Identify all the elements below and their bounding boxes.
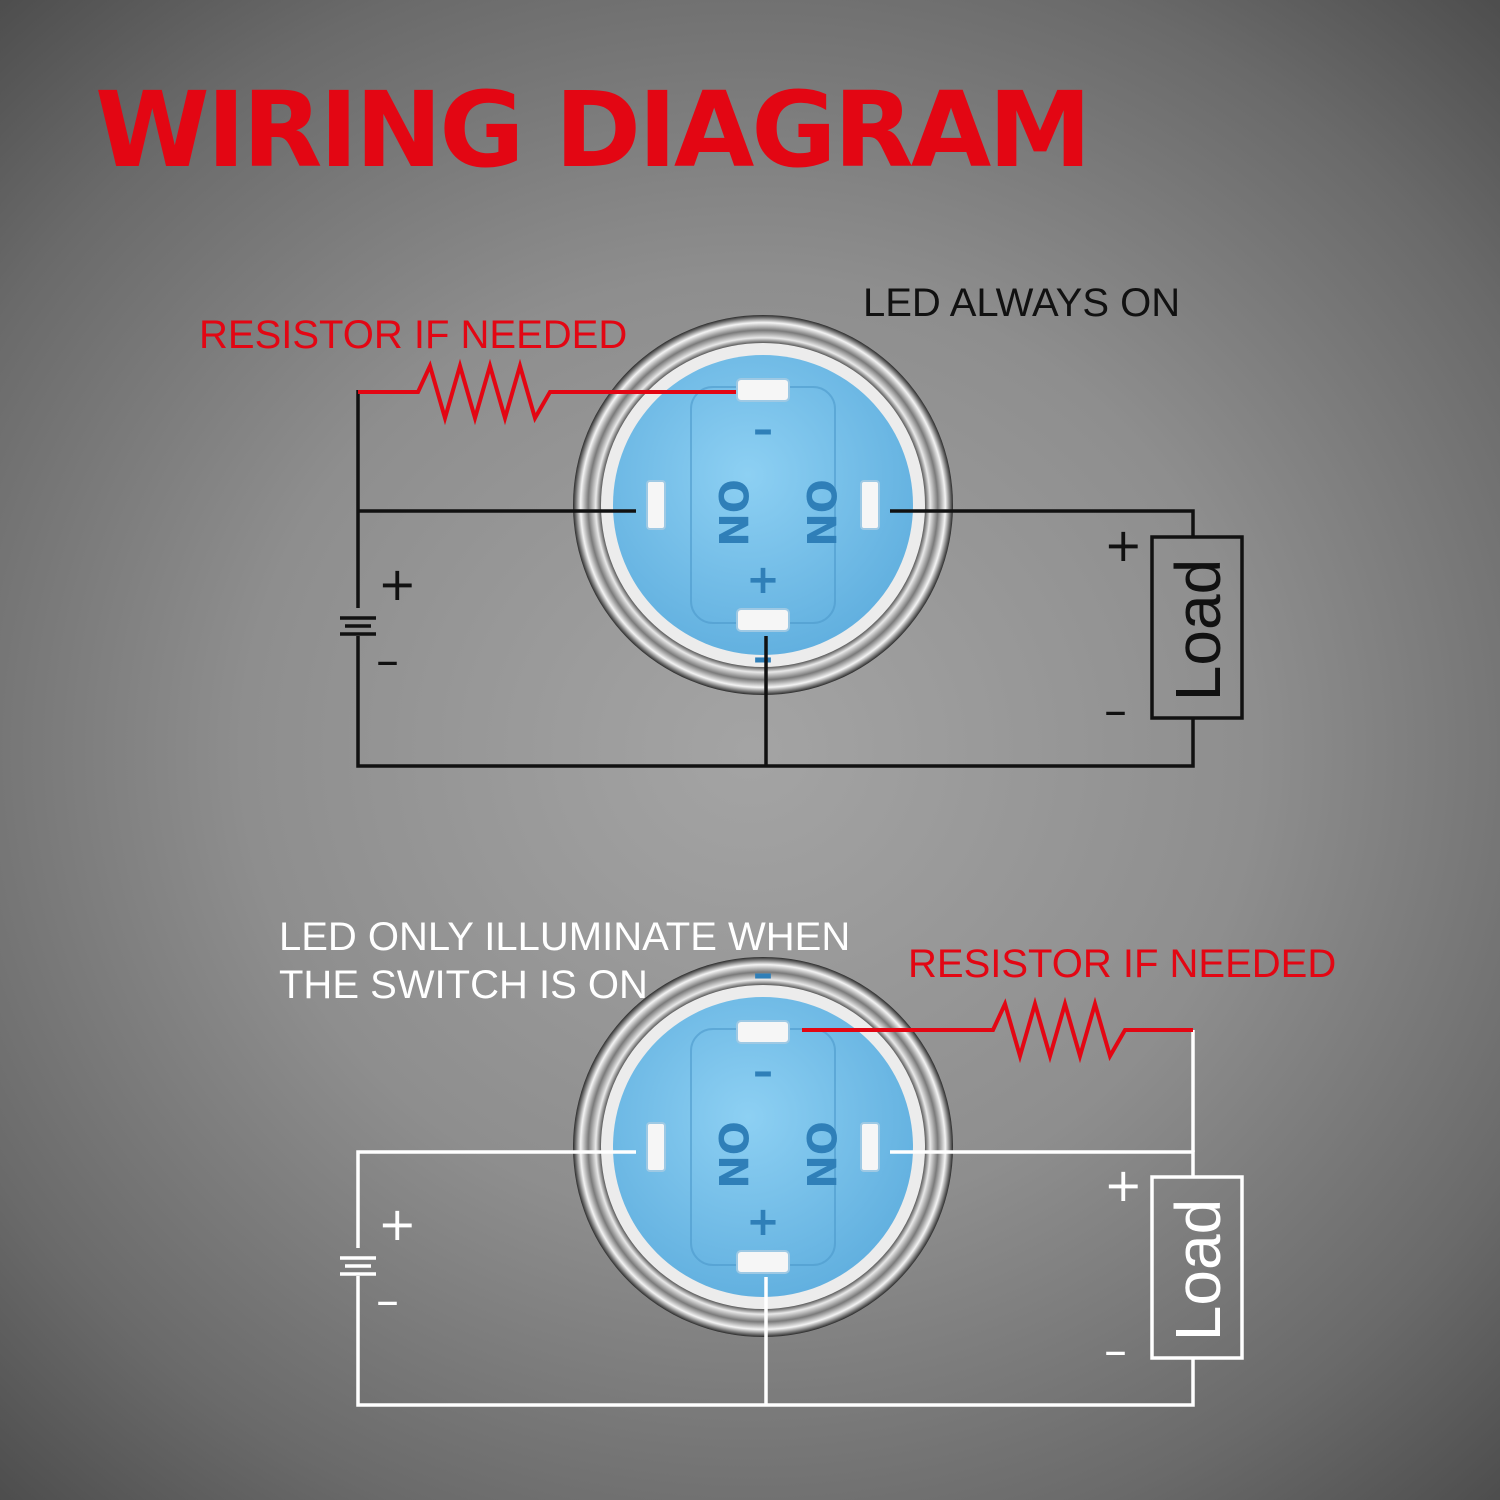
bottom-switch-minus-rim: – — [753, 951, 773, 997]
bottom-battery-icon — [340, 1256, 376, 1276]
top-load-box — [1150, 535, 1244, 720]
page-title: WIRING DIAGRAM — [95, 69, 1092, 191]
top-switch-on-left: ON — [709, 479, 755, 546]
bottom-wires — [356, 1030, 1195, 1407]
bottom-switch-minus-mark: – — [753, 1049, 773, 1095]
top-circuit: LED ALWAYS ON RESISTOR IF NEEDED ON ON –… — [199, 281, 1244, 768]
top-battery-icon — [340, 616, 376, 636]
top-battery-plus: + — [378, 557, 417, 611]
top-resistor-label: RESISTOR IF NEEDED — [199, 313, 627, 357]
bottom-resistor-label: RESISTOR IF NEEDED — [908, 942, 1336, 986]
bottom-switch-plus-mark: + — [746, 1199, 780, 1245]
top-switch-plus-mark: + — [746, 557, 780, 603]
top-switch: ON ON – + – — [572, 314, 954, 696]
top-switch-minus-mark: – — [753, 407, 773, 453]
bottom-resistor — [802, 996, 1193, 1064]
bottom-load-box — [1150, 1175, 1244, 1360]
bottom-load-minus: – — [1104, 1323, 1127, 1377]
bottom-battery-plus: + — [378, 1197, 417, 1251]
top-resistor — [358, 358, 736, 426]
top-switch-on-right: ON — [797, 479, 843, 546]
bottom-caption-line1: LED ONLY ILLUMINATE WHEN — [279, 915, 850, 959]
top-load-plus: + — [1104, 518, 1143, 572]
top-wires — [356, 390, 1195, 768]
bottom-switch-on-right: ON — [797, 1121, 843, 1188]
bottom-caption-line2: THE SWITCH IS ON — [279, 963, 648, 1007]
top-switch-minus-rim: – — [753, 635, 773, 681]
bottom-switch: ON ON – + – — [572, 951, 954, 1338]
bottom-load-label: Load — [1162, 1199, 1234, 1341]
bottom-switch-on-left: ON — [709, 1121, 755, 1188]
top-load-label: Load — [1162, 559, 1234, 701]
bottom-circuit: LED ONLY ILLUMINATE WHEN THE SWITCH IS O… — [279, 915, 1336, 1407]
top-caption: LED ALWAYS ON — [863, 281, 1180, 325]
bottom-load-plus: + — [1104, 1158, 1143, 1212]
top-battery-minus: – — [376, 633, 399, 687]
bottom-battery-minus: – — [376, 1273, 399, 1327]
top-load-minus: – — [1104, 683, 1127, 737]
